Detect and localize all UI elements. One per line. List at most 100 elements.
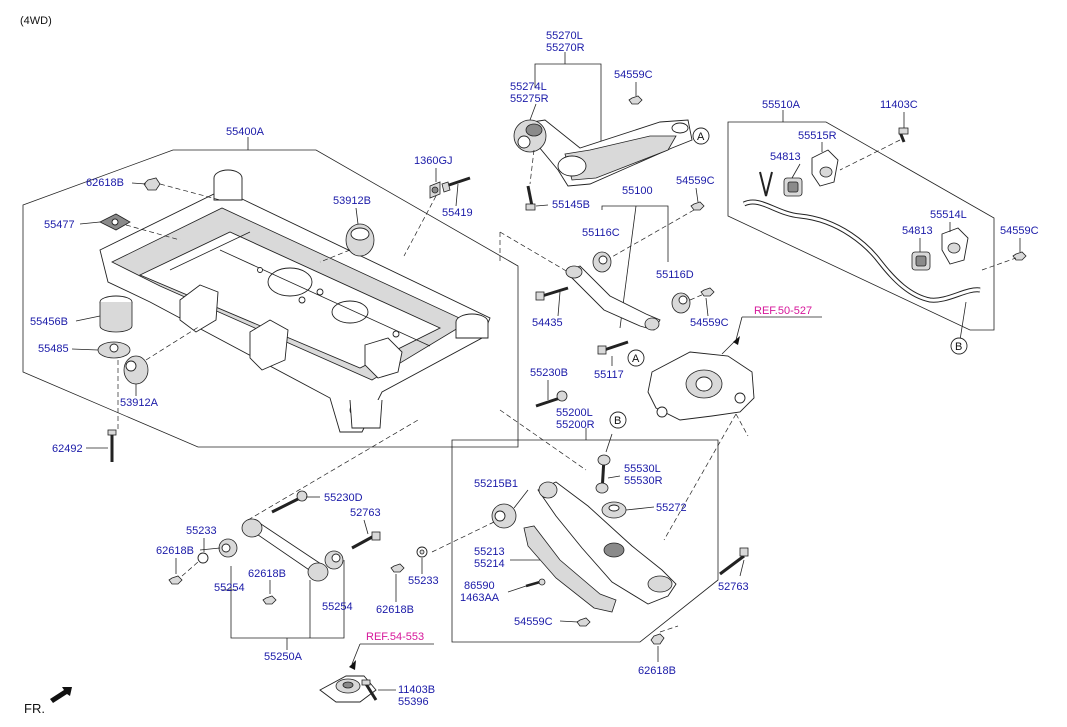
bushing-55215B1 [491, 503, 517, 529]
label-54559C-d: 54559C [1000, 225, 1039, 237]
label-55200L: 55200L [556, 407, 593, 419]
label-55116D: 55116D [656, 269, 694, 281]
subframe-illustration [99, 169, 491, 433]
label-55272: 55272 [656, 502, 687, 514]
upper-arm-group: A [499, 201, 715, 367]
label-55530L: 55530L [624, 463, 661, 475]
callout-b2-text: B [614, 415, 621, 427]
label-55270L: 55270L [546, 30, 583, 42]
label-55275R: 55275R [510, 93, 549, 105]
label-55230B: 55230B [530, 367, 568, 379]
nut-62618B-mid [390, 563, 405, 573]
label-55477: 55477 [44, 219, 75, 231]
label-54813-a: 54813 [770, 151, 801, 163]
nut-62618B-left [168, 575, 183, 585]
callout-a1 [692, 127, 710, 145]
nut-54559C-stabilizer [1012, 251, 1027, 261]
nut-54559C-upper [690, 201, 705, 211]
nut-54559C-top [628, 95, 643, 105]
label-54559C-e: 54559C [514, 616, 553, 628]
label-55200R: 55200R [556, 419, 595, 431]
bushing-55254-right [324, 550, 344, 570]
washer-55233-left [197, 552, 209, 564]
label-86590: 86590 [464, 580, 495, 592]
label-62618B-e: 62618B [376, 604, 414, 616]
front-arrow-icon [50, 687, 72, 703]
crossmember-frame [22, 149, 519, 448]
label-55396: 55396 [398, 696, 429, 708]
ref-50-527[interactable]: REF.50-527 [754, 305, 812, 317]
crossmember-group [22, 137, 519, 462]
bushing-54813-left [783, 177, 803, 197]
bracket-55515R [811, 149, 839, 187]
bushing-54813-right [911, 251, 931, 271]
label-55485: 55485 [38, 343, 69, 355]
callout-a2-text: A [632, 353, 640, 365]
trailing-arm-55270 [519, 119, 693, 187]
label-55215B1: 55215B1 [474, 478, 518, 490]
lower-arm-55200 [537, 481, 677, 605]
assist-arm-group [168, 419, 419, 650]
label-55254-b: 55254 [322, 601, 353, 613]
label-55233-a: 55233 [186, 525, 217, 537]
callout-b2 [609, 411, 627, 429]
label-55456B: 55456B [30, 316, 68, 328]
bushing-55116D [671, 292, 691, 314]
label-62618B-a: 62618B [86, 177, 124, 189]
bolt-55145B [525, 185, 536, 211]
label-55419: 55419 [442, 207, 473, 219]
label-11403B: 11403B [398, 684, 435, 696]
spring-seat-55272 [601, 501, 627, 519]
bolt-55419 [441, 176, 471, 193]
label-54559C-c: 54559C [690, 317, 729, 329]
label-54559C-b: 54559C [676, 175, 715, 187]
label-55270R: 55270R [546, 42, 585, 54]
part-labels: 55400A 62618B 55477 55456B 55485 53912A … [30, 30, 1039, 708]
bushing-55254-left [218, 538, 238, 558]
label-55233-b: 55233 [408, 575, 439, 587]
label-54559C-a: 54559C [614, 69, 653, 81]
bolt-11403C [898, 127, 909, 143]
label-55530R: 55530R [624, 475, 663, 487]
bolt-1360GJ [429, 181, 441, 199]
label-55116C: 55116C [582, 227, 620, 239]
label-62618B-b: 62618B [156, 545, 194, 557]
bolt-52763-left [351, 531, 381, 550]
assist-arm-55250A [241, 518, 329, 582]
bushing-55116C [592, 251, 612, 273]
callout-a2 [627, 349, 645, 367]
label-53912B: 53912B [333, 195, 371, 207]
callout-b1-text: B [955, 341, 962, 353]
screw-86590 [525, 578, 546, 588]
washer-55477 [99, 213, 131, 231]
label-11403C: 11403C [880, 99, 918, 111]
bolt-54435 [535, 286, 569, 301]
label-55514L: 55514L [930, 209, 967, 221]
label-55213: 55213 [474, 546, 505, 558]
bolt-55230D [271, 490, 308, 514]
mount-ref-54-553 [319, 643, 434, 703]
label-55254-a: 55254 [214, 582, 245, 594]
knuckle-ref-50-527 [647, 316, 822, 541]
lower-arm-frame [451, 439, 719, 643]
callout-b1 [950, 337, 968, 355]
mount-bushing-55456B [99, 295, 133, 333]
label-52763-b: 52763 [718, 581, 749, 593]
bolt-55230B [535, 390, 568, 408]
label-55250A: 55250A [264, 651, 303, 663]
ref-54-553[interactable]: REF.54-553 [366, 631, 424, 643]
label-55274L: 55274L [510, 81, 547, 93]
label-1360GJ: 1360GJ [414, 155, 453, 167]
label-1463AA: 1463AA [460, 592, 500, 604]
label-55510A: 55510A [762, 99, 801, 111]
nut-62618B-lower [650, 633, 665, 645]
bolt-55117 [597, 340, 629, 355]
bushing-55274L [513, 119, 547, 153]
nut-54559C-upper-arm [700, 287, 715, 297]
label-62618B-c: 62618B [248, 568, 286, 580]
label-55100: 55100 [622, 185, 653, 197]
label-53912A: 53912A [120, 397, 159, 409]
stabilizer-group: B [727, 110, 1027, 355]
